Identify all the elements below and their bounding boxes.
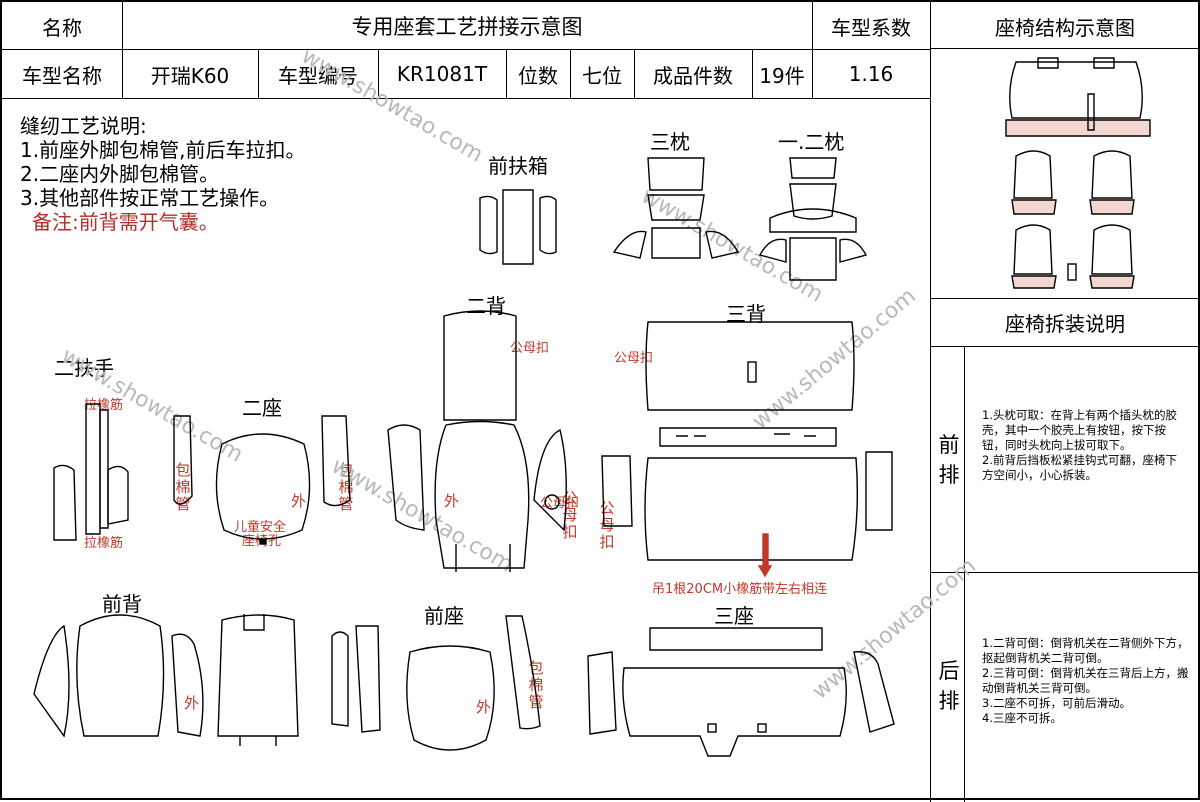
piece-front-armrest-box (479, 189, 557, 265)
divider (930, 2, 931, 802)
divider (930, 572, 1200, 573)
disassembly-title: 座椅拆装说明 (1005, 311, 1125, 336)
label-second-seat: 二座 (242, 396, 282, 420)
watermark-text: www.showtao.com (637, 184, 827, 308)
divider (2, 98, 930, 99)
notes-title: 缝纫工艺说明: (20, 114, 147, 138)
label-third-seat: 三座 (714, 604, 754, 628)
label-first-second-headrest: 一.二枕 (778, 130, 845, 154)
piece-second-seat (173, 415, 351, 545)
piece-third-back (601, 321, 893, 578)
label-second-back: 二背 (466, 294, 506, 318)
watermark-text: www.showtao.com (808, 554, 981, 705)
divider (570, 50, 571, 98)
notes-item: 2.二座内外脚包棉管。 (20, 162, 220, 186)
structure-title: 座椅结构示意图 (995, 15, 1135, 40)
annotation-cotton-tube: 包棉管 (528, 659, 544, 711)
notes-item: 1.前座外脚包棉管,前后车拉扣。 (20, 138, 306, 162)
page-title: 专用座套工艺拼接示意图 (351, 15, 583, 39)
piece-third-headrest (612, 157, 740, 259)
annotation-outer: 外 (476, 698, 492, 716)
label-third-headrest: 三枕 (650, 130, 690, 154)
piece-second-back (387, 310, 567, 572)
annotation-outer: 外 (184, 694, 200, 712)
front-row-label: 前排 (938, 433, 960, 487)
divider (258, 50, 259, 98)
divider (930, 346, 1200, 347)
pieces-value: 19件 (759, 63, 805, 88)
divider (122, 2, 123, 98)
divider (812, 2, 813, 98)
watermark: www.showtao.com www.showtao.com www.show… (57, 44, 981, 705)
annotation-buckle-vertical: 公母扣 (599, 499, 615, 551)
model-name: 开瑞K60 (150, 63, 230, 88)
watermark-text: www.showtao.com (748, 284, 921, 435)
front-row-text: 1.头枕可取：在背上有两个插头枕的胶壳，其中一个胶壳上有按钮，按下按钮，同时头枕… (982, 408, 1177, 482)
seats-value: 七位 (582, 63, 622, 88)
rear-row-text: 1.二背可倒：倒背机关在二背侧外下方，抠起倒背机关二背可倒。 2.三背可倒：倒背… (982, 636, 1189, 725)
model-no: KR1081T (396, 62, 488, 86)
model-no-label: 车型编号 (278, 63, 358, 88)
annotation-outer: 外 (444, 492, 460, 510)
seat-structure-diagram (1005, 57, 1151, 289)
annotation-buckle: 公母扣 (510, 341, 550, 356)
label-front-armrest-box: 前扶箱 (488, 154, 548, 178)
divider (964, 346, 965, 802)
name-label: 名称 (42, 15, 82, 40)
divider (634, 50, 635, 98)
label-front-seat: 前座 (424, 604, 464, 628)
divider (506, 50, 507, 98)
piece-third-seat (587, 627, 895, 757)
sewing-notes: 缝纫工艺说明: 1.前座外脚包棉管,前后车拉扣。 2.二座内外脚包棉管。 3.其… (20, 114, 305, 234)
watermark-text: www.showtao.com (297, 44, 487, 168)
piece-front-back (33, 614, 349, 746)
divider (378, 50, 379, 98)
coef-value: 1.16 (848, 62, 894, 86)
piece-second-armrest (53, 403, 129, 541)
annotation-buckle: 公母扣 (614, 351, 654, 366)
seats-label: 位数 (518, 63, 558, 88)
rear-row-label: 后排 (938, 659, 960, 713)
annotation-outer: 外 (291, 492, 307, 510)
coef-label: 车型系数 (831, 15, 911, 40)
annotation-elastic-note: 吊1根20CM小橡筋带左右相连 (652, 582, 828, 597)
model-name-label: 车型名称 (22, 63, 102, 88)
label-front-back: 前背 (102, 592, 142, 616)
label-second-armrest: 二扶手 (54, 356, 114, 380)
piece-first-second-headrest (758, 157, 868, 281)
notes-remark: 备注:前背需开气囊。 (32, 210, 219, 234)
divider (930, 298, 1200, 299)
divider (930, 48, 1200, 49)
divider (752, 50, 753, 98)
pieces-label: 成品件数 (653, 63, 733, 88)
annotation-pull-elastic: 拉橡筋 (84, 536, 124, 551)
notes-item: 3.其他部件按正常工艺操作。 (20, 186, 280, 210)
annotation-pull-elastic: 拉橡筋 (84, 398, 124, 413)
divider (2, 49, 930, 50)
annotation-child-seat: 儿童安全 (234, 520, 287, 535)
piece-front-seat (355, 615, 541, 751)
